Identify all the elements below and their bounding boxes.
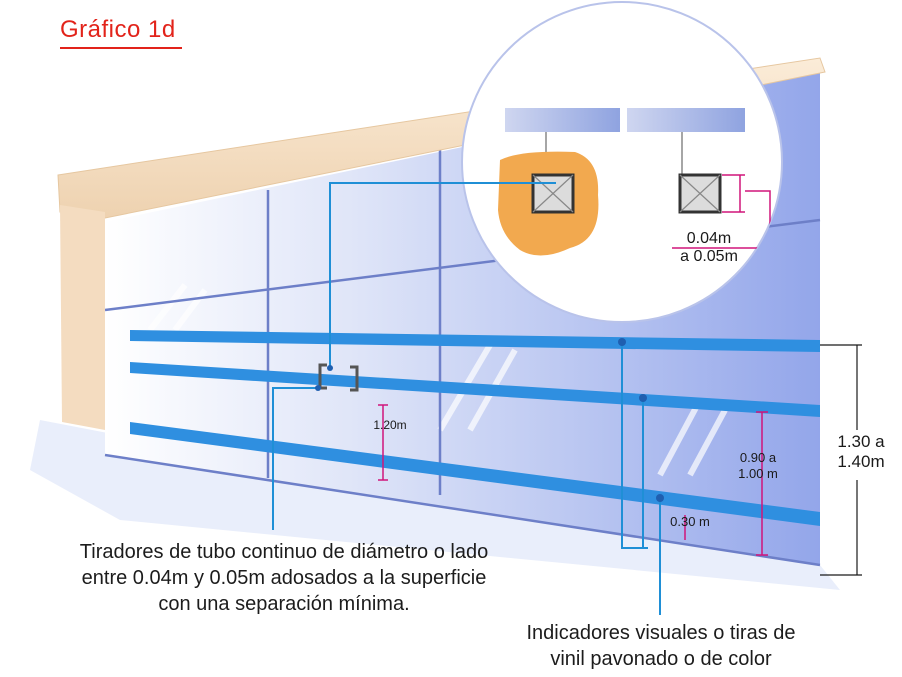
- tube-dimension-marks: [672, 174, 771, 249]
- figure-title: Gráfico 1d: [60, 16, 182, 49]
- pulls-caption-line-2: entre 0.04m y 0.05m adosados a la superf…: [81, 567, 487, 589]
- overall-dimension-marks: [820, 344, 862, 576]
- strips-caption-line-2: vinil pavonado o de color: [550, 648, 772, 670]
- callout-dots: [315, 338, 664, 502]
- strip-upper-height-b: 1.00 m: [738, 466, 778, 481]
- pulls-caption-line-1: Tiradores de tubo continuo de diámetro o…: [79, 541, 489, 563]
- tube-section-left: [531, 173, 575, 214]
- pulls-caption-line-3: con una separación mínima.: [158, 593, 410, 615]
- pulls-caption: Tiradores de tubo continuo de diámetro o…: [0, 539, 568, 617]
- strips-caption: Indicadores visuales o tiras de vinil pa…: [486, 620, 836, 672]
- tube-width-value-2: a 0.05m: [680, 248, 738, 265]
- left-column: [60, 205, 105, 430]
- pull-handles: [318, 363, 359, 392]
- tube-section-right: [678, 173, 722, 214]
- callout-lines: [272, 182, 661, 615]
- height-dimension-marks: [378, 404, 768, 556]
- strip-lower-height-label: 0.30 m: [670, 514, 710, 529]
- detail-bar-right: [627, 108, 745, 132]
- strip-range-a: 1.30 a: [837, 432, 885, 451]
- strips-caption-line-1: Indicadores visuales o tiras de: [526, 622, 796, 644]
- detail-bar-left: [505, 108, 620, 132]
- pull-height-label: 1.20m: [373, 418, 407, 432]
- strip-range-b: 1.40m: [837, 452, 885, 471]
- strip-range-label: 1.30 a 1.40m: [826, 432, 896, 472]
- tube-width-label: 0.04m a 0.05m: [664, 230, 754, 266]
- strip-upper-height-a: 0.90 a: [739, 450, 777, 465]
- visual-strips: [130, 330, 820, 526]
- tube-width-value: 0.04m: [686, 230, 732, 247]
- strip-upper-height-label: 0.90 a 1.00 m: [728, 450, 788, 482]
